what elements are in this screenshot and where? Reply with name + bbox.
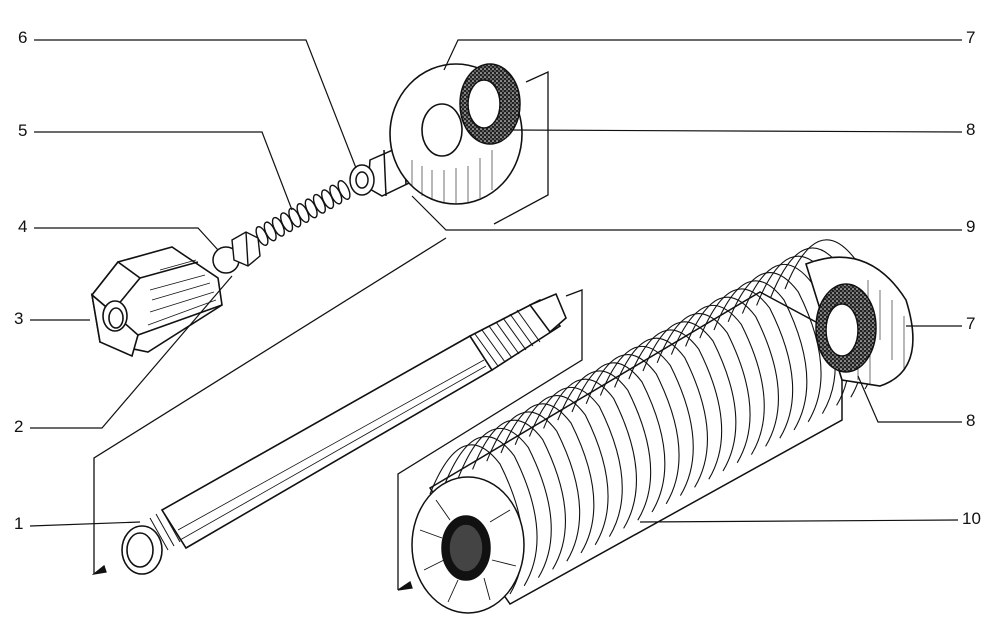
- cylinder-fin: [670, 304, 765, 455]
- cylinder-fin: [642, 321, 737, 472]
- cylinder-fin: [457, 427, 552, 578]
- cylinder-fin: [614, 337, 708, 488]
- cylinder-fin: [557, 370, 652, 521]
- spring: [231, 180, 351, 267]
- callout-5: 5: [18, 121, 28, 140]
- spring-coil: [337, 180, 351, 200]
- cylinder-fin: [514, 395, 609, 546]
- cylinder-fin: [528, 386, 623, 537]
- callout-4: 4: [18, 217, 28, 236]
- gasket-ring-top: [459, 63, 521, 145]
- cylinder-fin: [699, 288, 794, 439]
- callout-1: 1: [14, 514, 24, 533]
- callout-3: 3: [14, 309, 24, 328]
- callout-7-bottom: 7: [966, 314, 976, 333]
- hex-coupling-nut: [90, 246, 223, 358]
- cylinder-fin: [685, 296, 779, 447]
- cylinder-fin: [585, 354, 680, 505]
- callout-6: 6: [18, 28, 28, 47]
- cylinder-fin: [486, 411, 581, 562]
- gasket-ring-bottom: [815, 283, 877, 373]
- callout-8-top: 8: [966, 120, 976, 139]
- callout-10: 10: [962, 509, 981, 528]
- cylinder-fin: [443, 436, 538, 587]
- cylinder-fin: [543, 378, 637, 529]
- cylinder-fin: [727, 272, 822, 423]
- cylinder-fin: [713, 280, 808, 431]
- tube: [121, 292, 567, 575]
- cylinder-fin: [472, 419, 566, 570]
- cylinder-fin: [599, 345, 694, 496]
- callout-9: 9: [966, 217, 976, 236]
- leader-lines: [29, 39, 963, 527]
- callout-7-top: 7: [966, 28, 976, 47]
- cylinder-fin: [628, 329, 723, 480]
- cylinder-fin: [656, 313, 751, 464]
- finned-cylinder: [411, 239, 879, 614]
- cylinder-fin: [500, 403, 595, 554]
- cylinder-fin: [571, 362, 666, 513]
- callout-8-bottom: 8: [966, 411, 976, 430]
- callout-2: 2: [14, 417, 24, 436]
- alignment-brackets: [91, 70, 583, 591]
